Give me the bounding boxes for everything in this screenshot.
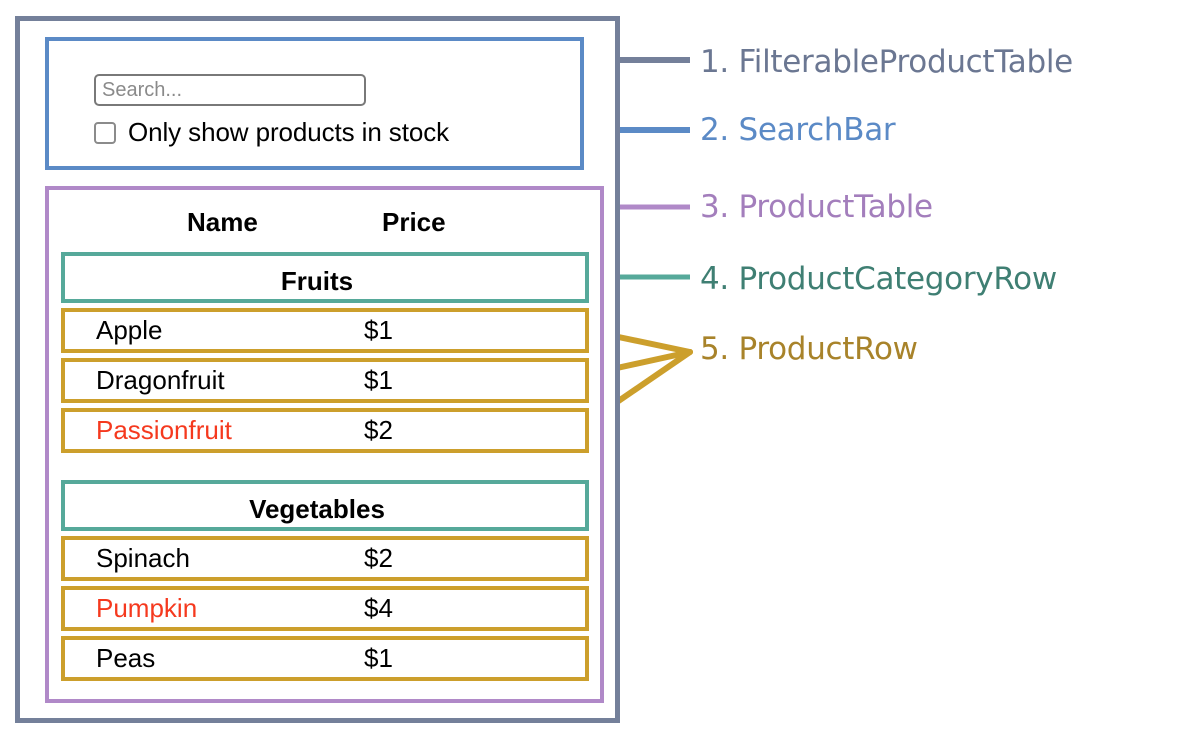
search-bar-container: Only show products in stock [45, 37, 584, 170]
product-price: $1 [364, 642, 393, 673]
product-row-pumpkin[interactable]: Pumpkin $4 [61, 586, 589, 631]
product-name: Spinach [96, 542, 190, 573]
product-price: $2 [364, 414, 393, 445]
group-spacer [61, 458, 589, 480]
product-category-row-vegetables: Vegetables [61, 480, 589, 531]
product-table-container: Name Price Fruits Apple $1 Dragonfruit $… [45, 186, 604, 703]
product-price: $4 [364, 592, 393, 623]
product-rows-list: Fruits Apple $1 Dragonfruit $1 Passionfr… [61, 252, 589, 686]
stock-filter-row[interactable]: Only show products in stock [94, 117, 449, 148]
stock-filter-label: Only show products in stock [128, 117, 449, 147]
search-input[interactable] [94, 74, 366, 106]
annotation-label-filterableproducttable: 1. FilterableProductTable [700, 44, 1073, 80]
product-row-dragonfruit[interactable]: Dragonfruit $1 [61, 358, 589, 403]
product-price: $1 [364, 314, 393, 345]
product-row-apple[interactable]: Apple $1 [61, 308, 589, 353]
column-header-price: Price [382, 206, 446, 237]
product-name: Passionfruit [96, 414, 232, 445]
product-price: $1 [364, 364, 393, 395]
annotation-label-productcategoryrow: 4. ProductCategoryRow [700, 261, 1057, 297]
category-label: Vegetables [249, 494, 385, 524]
column-header-name: Name [187, 206, 258, 237]
table-header-row: Name Price [61, 198, 589, 246]
product-category-row-fruits: Fruits [61, 252, 589, 303]
product-name: Peas [96, 642, 156, 673]
product-name: Dragonfruit [96, 364, 225, 395]
product-row-passionfruit[interactable]: Passionfruit $2 [61, 408, 589, 453]
product-row-peas[interactable]: Peas $1 [61, 636, 589, 681]
product-name: Pumpkin [96, 592, 198, 623]
checkbox-icon[interactable] [94, 121, 116, 144]
product-name: Apple [96, 314, 163, 345]
product-row-spinach[interactable]: Spinach $2 [61, 536, 589, 581]
product-price: $2 [364, 542, 393, 573]
annotation-label-productrow: 5. ProductRow [700, 331, 918, 367]
category-label: Fruits [280, 266, 354, 296]
annotation-label-searchbar: 2. SearchBar [700, 112, 896, 148]
filterable-product-table-container: Only show products in stock Name Price F… [15, 16, 620, 723]
annotation-label-producttable: 3. ProductTable [700, 189, 933, 225]
